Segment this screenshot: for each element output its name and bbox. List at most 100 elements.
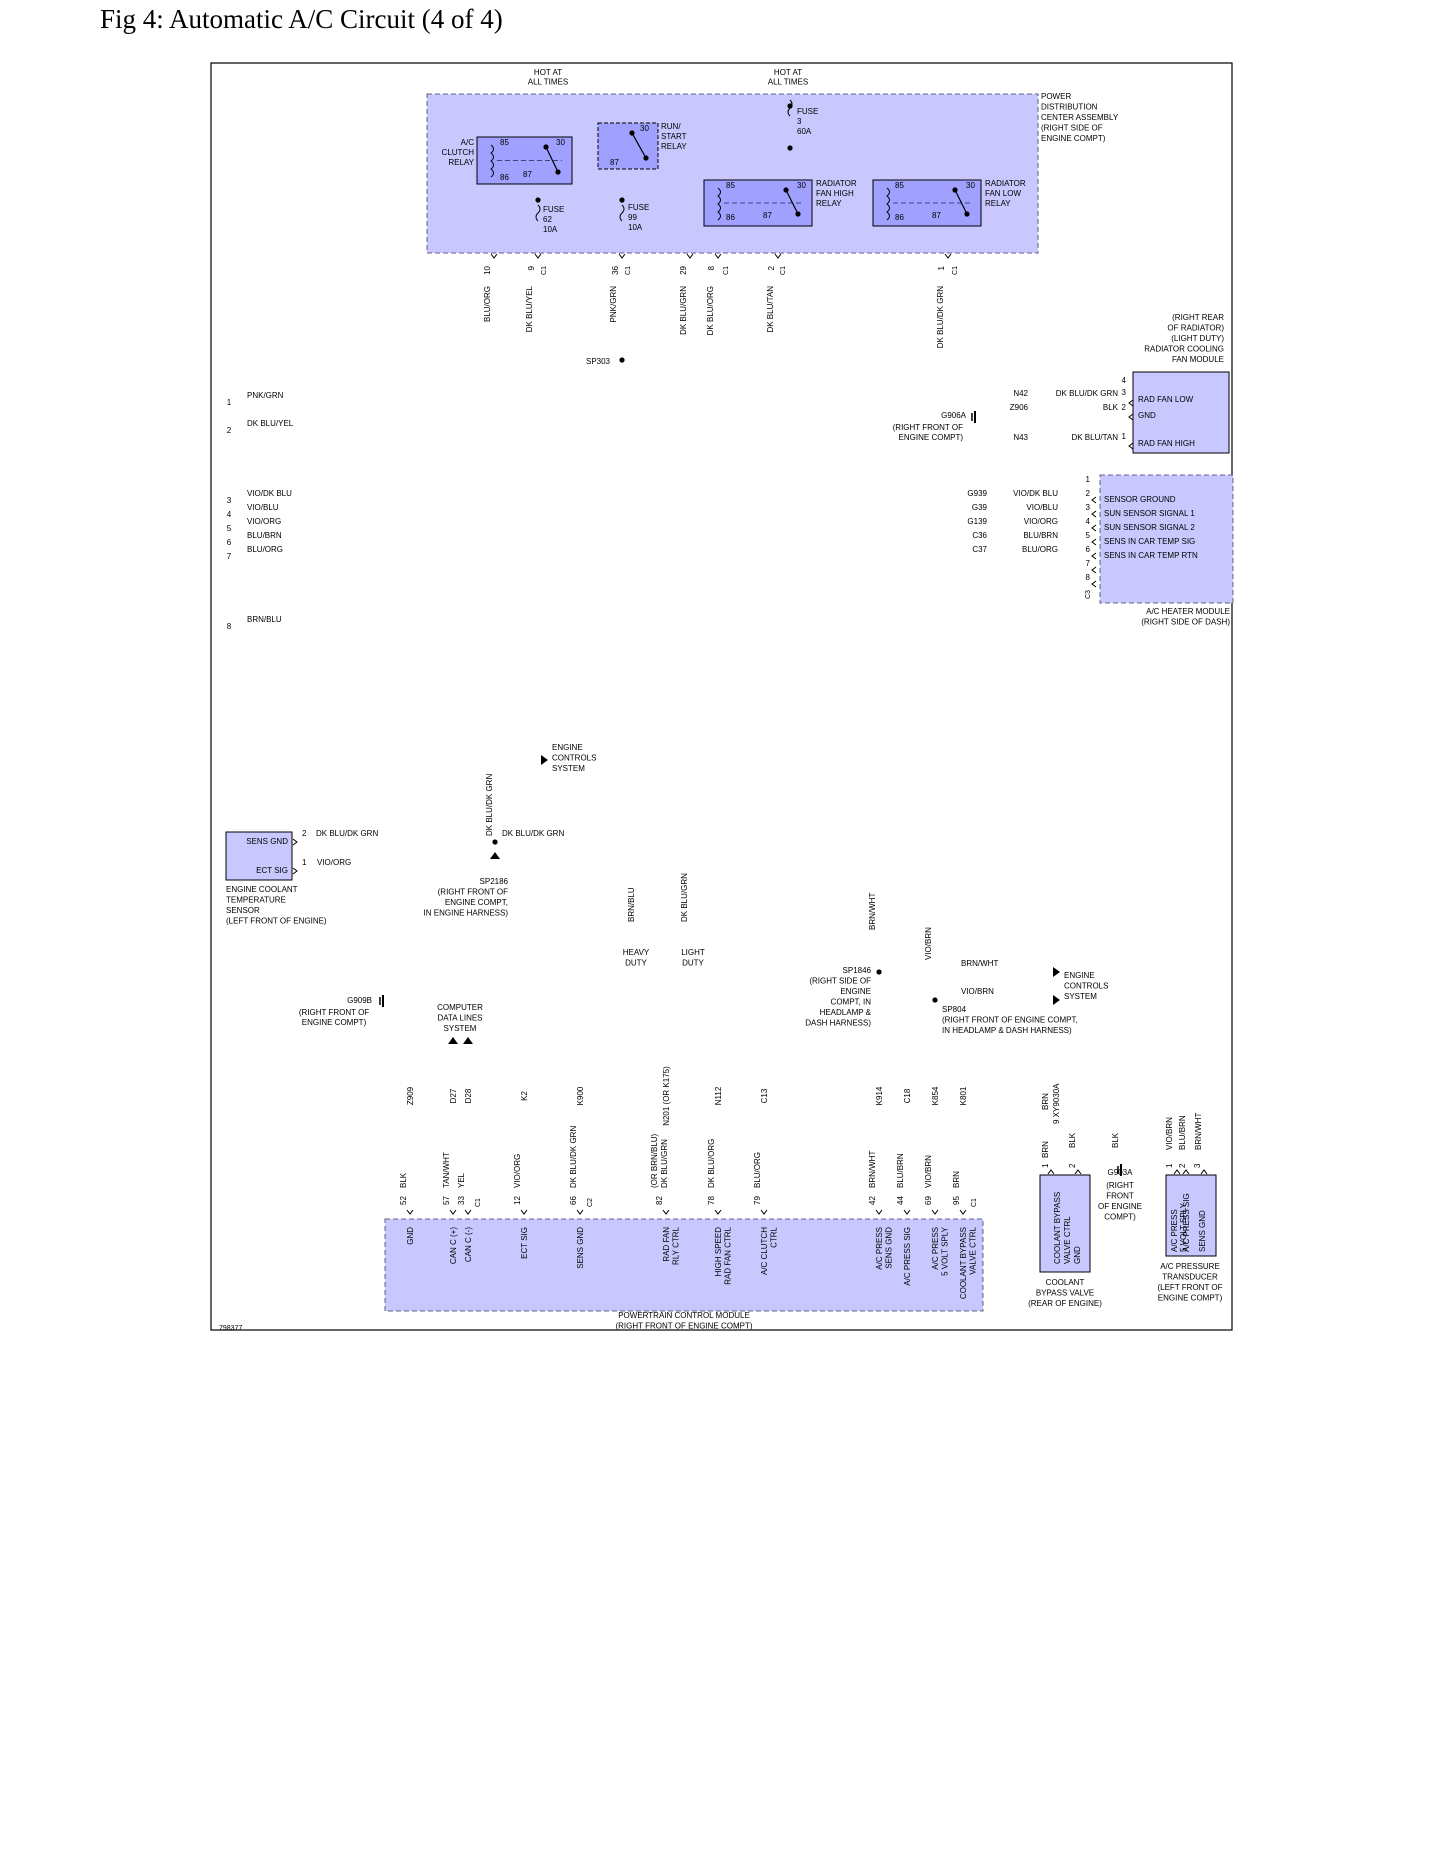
circuit-label: G39 [972,503,988,512]
arrowhead [1053,995,1060,1005]
connector-pin-number: 2 [227,426,232,435]
connector-pin-number: 5 [1086,531,1091,540]
wire-label: VIO/ORG [513,1154,522,1188]
connector-pin-number: 4 [1086,517,1091,526]
relay-pin-number: 30 [556,138,565,147]
wire-label: VIO/ORG [247,517,281,526]
wire-label: BRN [952,1171,961,1188]
circuit-label: 9 XY9030A [1052,1083,1061,1124]
wire-label: BLK [1068,1132,1077,1148]
connector-chevron [1182,1169,1190,1175]
pcm-function-label: A/C PRESS5 VOLT SPLY [931,1226,950,1276]
wire-label: BRN/BLU [247,615,282,624]
connector-chevron [1091,510,1097,518]
circuit-label: K2 [520,1091,529,1101]
wire-label: BLU/ORG [753,1152,762,1188]
splice-dot [629,130,635,136]
connector-chevron [903,1209,911,1215]
pcm-pin-number: 82 [655,1196,664,1205]
connector-pin-number: 36 [611,265,620,274]
ac-heater-module [1099,474,1234,604]
wire-label: DK BLU/DK GRN [1056,389,1118,398]
ground-label: G903A [1108,1168,1134,1177]
pcm-pin-number: 95 [952,1196,961,1205]
wire-label: DK BLU/YEL [247,419,294,428]
connector-pin-number: 1 [1165,1163,1174,1168]
connector-chevron [534,253,542,259]
pcm-label: POWERTRAIN CONTROL MODULE(RIGHT FRONT OF… [615,1311,752,1331]
connector-chevron [875,1209,883,1215]
splice-label: SP804(RIGHT FRONT OF ENGINE COMPT,IN HEA… [942,1005,1078,1035]
pcm-function-label: GND [406,1227,415,1245]
figure-title: Fig 4: Automatic A/C Circuit (4 of 4) [100,4,503,34]
diagram-frame [210,62,1233,1331]
wire-label: DK BLU/DK GRN [502,829,564,838]
wire-label: BLK [399,1172,408,1188]
wire-label: VIO/BLU [247,503,279,512]
wire-label: VIO/ORG [317,858,351,867]
pcm-function-label: A/C PRESSSENS GND [875,1227,894,1270]
wire-label: DK BLU/TAN [766,286,775,333]
splice-dot [543,144,549,150]
wire-label: DK BLU/GRN [680,873,689,922]
splice-dot [783,187,789,193]
run-start-relay [597,122,659,170]
circuit-label: N42 [1013,389,1028,398]
connector-chevron [959,1209,967,1215]
connector-pin-number: 1 [937,265,946,270]
connector-pin-number: 4 [1122,376,1127,385]
circuit-label: N43 [1013,433,1028,442]
pcm-function-label: HIGH SPEEDRAD FAN CTRL [714,1226,733,1284]
connector-chevron [714,1209,722,1215]
sensor-pin-label: SENS GND [246,837,288,846]
connector-tag: C2 [587,1198,594,1207]
splice-dot [619,197,625,203]
wire-label: BLU/BRN [896,1153,905,1188]
connector-chevron [1074,1169,1082,1175]
connector-chevron [1091,538,1097,546]
connector-chevron [490,253,498,259]
connector-pin-number: 4 [227,510,232,519]
connector-chevron [464,1209,472,1215]
relay-coil [717,187,721,221]
connector-pin-number: 1 [227,398,232,407]
wire-label: YEL [457,1172,466,1188]
connector-pin-number: 8 [1086,573,1091,582]
connector-pin-number: 2 [302,829,307,838]
wire-label: DK BLU/DK GRN [569,1126,578,1188]
relay-coil [490,144,494,178]
relay-pin-number: 87 [523,170,532,179]
connector-chevron [931,1209,939,1215]
relay-switch [954,189,968,215]
splice-dot [555,169,561,175]
splice-dot [964,211,970,217]
pcm-function-label: SENS GND [576,1227,585,1269]
wire-label: BLU/ORG [483,286,492,322]
wire-label: BRN/WHT [868,893,877,930]
valve-pin-label: GND [1073,1246,1082,1264]
wire-label: VIO/BLU [1026,503,1058,512]
pcm-function-label: RAD FANRLY CTRL [662,1226,681,1264]
connector-chevron [576,1209,584,1215]
connector-pin-number: 3 [1122,388,1127,397]
connector-pin-number: 3 [1193,1163,1202,1168]
circuit-label: K854 [931,1086,940,1105]
heater-module-pin-label: SUN SENSOR SIGNAL 1 [1104,509,1195,518]
relay-switch [631,132,647,159]
connector-pin-number: 29 [679,265,688,274]
wire-label: DK BLU/DK GRN [316,829,378,838]
arrowhead [541,755,548,765]
pcm-pin-number: 12 [513,1196,522,1205]
pcm-pin-number: 52 [399,1196,408,1205]
splice-dot [787,145,793,151]
